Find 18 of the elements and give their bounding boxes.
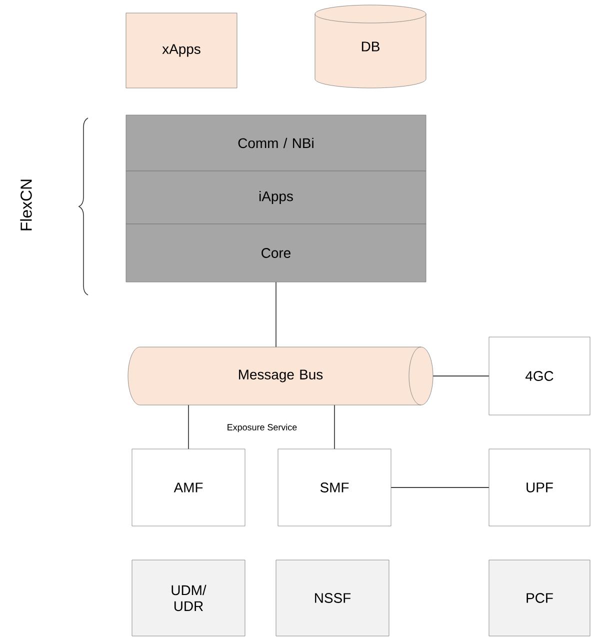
connector-line [188, 404, 189, 450]
bus-cylinder: Message Bus [128, 346, 434, 406]
interface-label: Exposure Service [228, 424, 297, 432]
function-box: PCF [488, 560, 590, 636]
app-box: xApps [126, 12, 238, 88]
function-box: NSSF [276, 560, 390, 636]
group-label: FlexCN [20, 180, 32, 230]
function-box: AMF [132, 448, 246, 526]
function-box: UDM/ UDR [132, 560, 246, 636]
layer-box: Core [126, 224, 426, 282]
database-cylinder: DB [314, 4, 426, 88]
layer-box: iApps [126, 170, 426, 224]
connector-line [390, 487, 490, 488]
layer-box: Comm / NBi [126, 114, 426, 172]
function-box: SMF [278, 448, 392, 526]
function-box: UPF [488, 448, 590, 526]
function-box: 4GC [488, 336, 590, 416]
connector-line [334, 404, 335, 450]
